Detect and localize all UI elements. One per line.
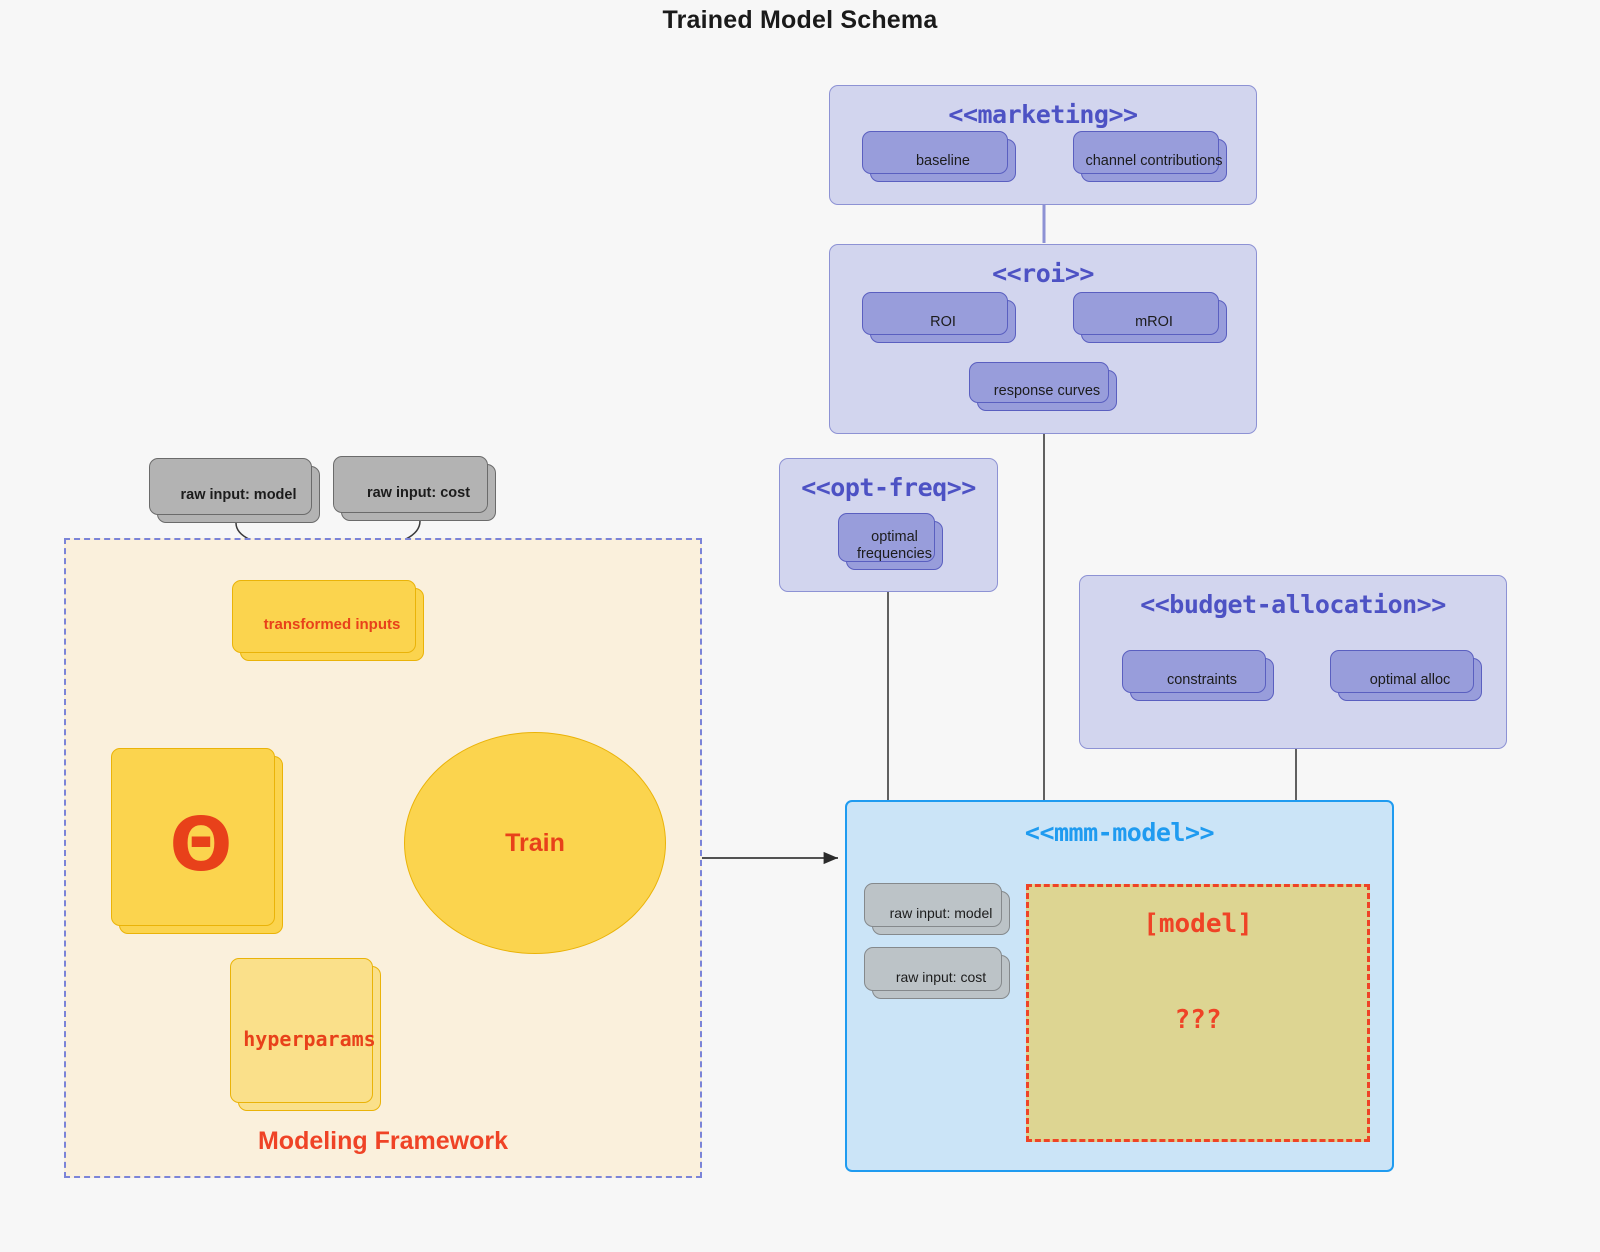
node-optimal-frequencies[interactable]: optimal frequencies [838,513,943,570]
raw-input-model-source[interactable]: raw input: model [149,458,320,523]
package-budget-allocation-title: <<budget-allocation>> [1140,590,1446,619]
theta-symbol: Θ [169,802,233,888]
node-mroi[interactable]: mROI [1073,292,1227,343]
modeling-framework-label: Modeling Framework [257,1127,509,1155]
raw-input-cost-source-label: raw input: cost [366,484,471,501]
mmm-raw-input-model[interactable]: raw input: model [864,883,1010,935]
mmm-raw-input-cost-label: raw input: cost [895,969,987,985]
node-transformed-inputs[interactable]: transformed inputs [232,580,424,661]
node-channel-contributions-label: channel contributions [1085,152,1223,169]
node-transformed-inputs-label: transformed inputs [263,616,401,633]
node-optimal-frequencies-label: optimal frequencies [857,529,932,562]
raw-input-cost-source[interactable]: raw input: cost [333,456,496,521]
node-constraints-label: constraints [1166,671,1238,688]
node-roi[interactable]: ROI [862,292,1016,343]
node-constraints[interactable]: constraints [1122,650,1274,701]
mmm-raw-input-cost[interactable]: raw input: cost [864,947,1010,999]
page-title: Trained Model Schema [662,6,938,34]
node-response-curves-label: response curves [993,382,1101,399]
node-roi-label: ROI [930,313,956,330]
node-mroi-label: mROI [1135,313,1173,330]
package-marketing-title: <<marketing>> [948,100,1138,129]
mmm-raw-input-model-label: raw input: model [889,905,993,921]
node-channel-contributions[interactable]: channel contributions [1073,131,1227,182]
package-roi-title: <<roi>> [992,259,1094,288]
node-hyperparams[interactable]: hyperparams [230,958,381,1111]
package-opt-freq-title: <<opt-freq>> [801,473,976,502]
model-placeholder-unknown: ??? [1174,1005,1222,1035]
model-placeholder-box[interactable]: [model] ??? [1026,884,1370,1142]
train-activity[interactable]: Train [404,732,666,954]
node-optimal-alloc-label: optimal alloc [1369,671,1451,688]
node-optimal-alloc[interactable]: optimal alloc [1330,650,1482,701]
node-response-curves[interactable]: response curves [969,362,1117,411]
model-placeholder-title: [model] [1143,909,1253,939]
node-baseline[interactable]: baseline [862,131,1016,182]
package-mmm-model-title: <<mmm-model>> [1024,818,1215,847]
node-theta[interactable]: Θ [111,748,283,934]
raw-input-model-source-label: raw input: model [180,486,297,503]
node-hyperparams-label: hyperparams [243,1026,376,1051]
train-activity-label: Train [505,828,565,857]
node-baseline-label: baseline [915,152,970,169]
